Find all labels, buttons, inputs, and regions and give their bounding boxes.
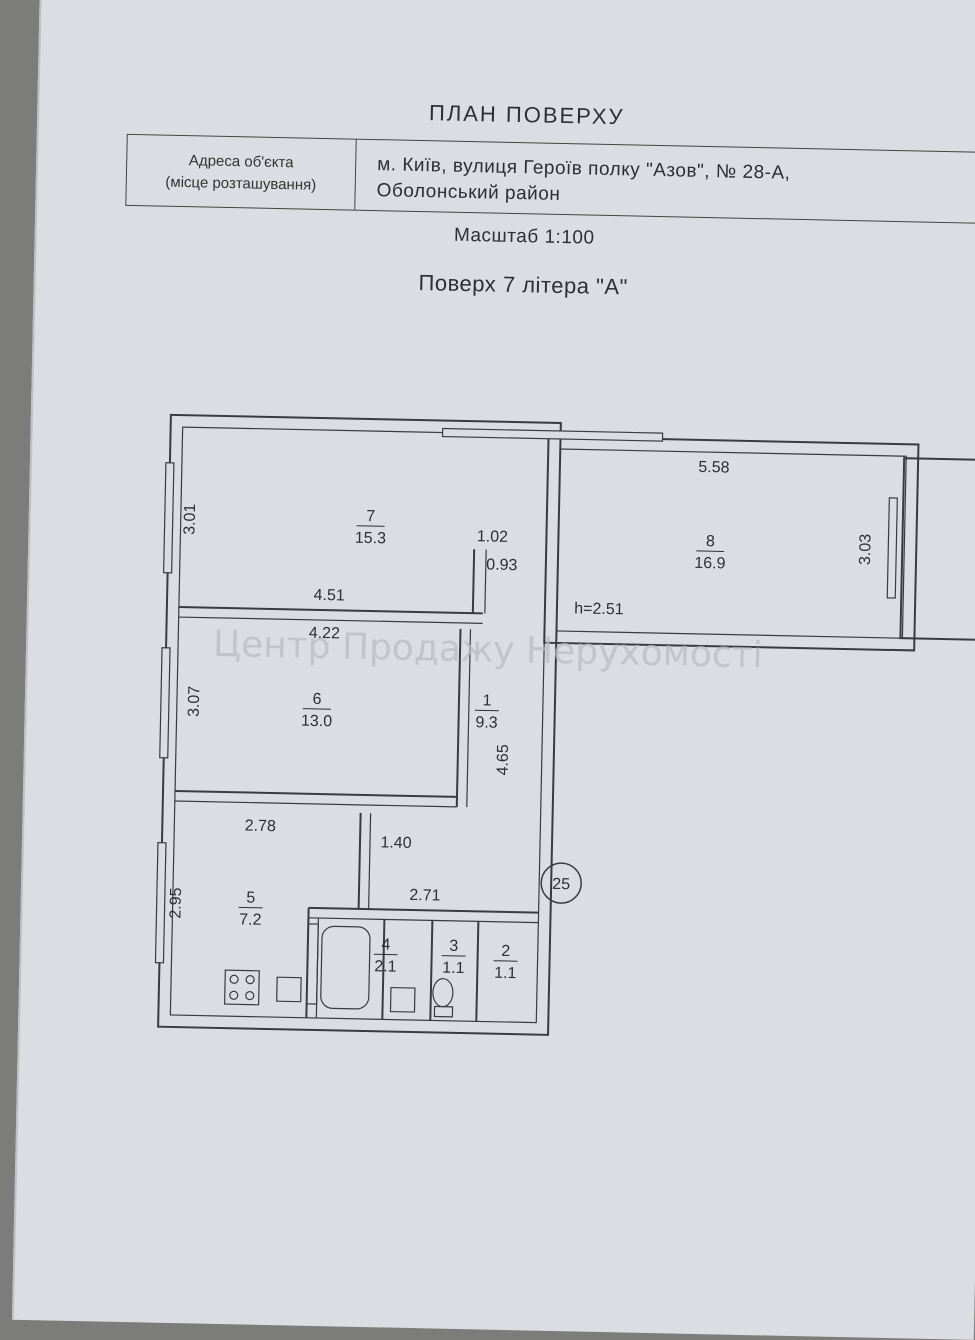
dim-r6-width: 4.22 [309,625,341,643]
dim-ceiling-height: h=2.51 [574,600,624,618]
room-7-number: 7 [366,508,375,525]
room-5-number: 5 [246,890,255,907]
room-6-number: 6 [312,691,321,708]
tile-rack [306,923,319,1005]
room-7-area: 15.3 [355,530,387,548]
watermark: Центр Продажу Нерухомості [213,624,763,677]
room-1-area: 9.3 [475,714,498,731]
dim-r7-width: 4.51 [313,587,345,605]
kitchen-sink [276,976,302,1003]
balcony [899,457,975,642]
outer-wall-left-block [157,413,562,1036]
wall-5-hall [357,812,362,909]
dim-r7-height: 3.01 [181,503,199,535]
wall-6-1 [455,628,462,807]
plan-labels: 7 15.3 8 16.9 6 13.0 1 9.3 5 7.2 4 2.1 3… [167,459,875,982]
room-3-area: 1.1 [442,960,465,977]
room-1-number: 1 [482,692,491,709]
room-6-area: 13.0 [301,713,333,731]
wall-wet-top [308,906,539,914]
dim-r5-height: 2.95 [167,887,185,919]
plan-walls [157,413,975,1036]
fixtures [223,923,454,1018]
inner-wall-room-8 [555,448,907,639]
outer-wall-room-8 [543,435,920,652]
wall-4-3 [429,920,434,1021]
inner-wall-left-block [169,426,550,1024]
dim-r1-length: 4.65 [494,744,512,776]
room-4-area: 2.1 [374,958,397,975]
wall-bath-4 [381,919,386,1020]
dim-r6-height: 3.07 [186,686,204,718]
bathtub [320,925,371,1010]
dim-r8-width: 5.58 [698,459,730,477]
dim-niche-width: 1.02 [477,528,509,546]
apartment-number: 25 [552,876,570,893]
dim-wet-width: 2.71 [409,887,441,905]
room-2-number: 2 [501,943,510,960]
dim-r5-width: 2.78 [245,817,277,835]
floor-plan: 7 15.3 8 16.9 6 13.0 1 9.3 5 7.2 4 2.1 3… [154,413,975,1036]
room-8-number: 8 [706,533,715,550]
stove [223,969,260,1006]
room-8-area: 16.9 [694,555,726,573]
wall-6-5 [175,790,458,798]
document-page: ПЛАН ПОВЕРХУ Адреса об'єкта (місце розта… [11,0,975,1340]
dim-niche-depth: 0.93 [486,556,518,574]
apartment-number-circle [540,862,582,904]
room-4-number: 4 [381,936,390,953]
toilet [432,978,454,1008]
room-3-number: 3 [449,938,458,955]
wall-3-2 [475,921,480,1022]
dim-r8-height: 3.03 [857,534,875,566]
wall-7-6 [178,606,483,615]
dim-hall-width: 1.40 [380,834,412,852]
windows [154,427,898,964]
room-2-area: 1.1 [494,965,517,982]
bath-sink [389,986,416,1013]
room-5-area: 7.2 [239,911,262,928]
niche-wall [471,549,476,614]
